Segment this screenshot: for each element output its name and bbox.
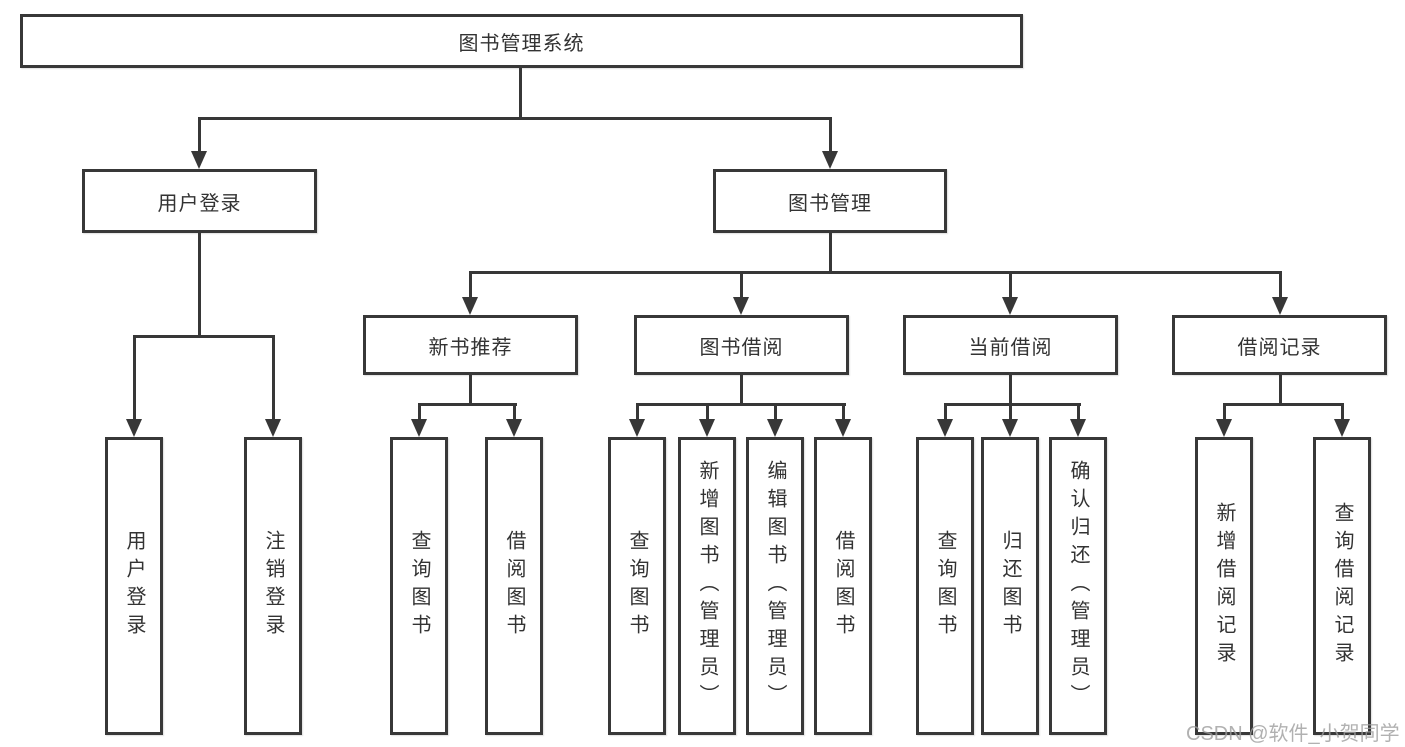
arrow-down-icon <box>265 419 281 437</box>
arrow-down-icon <box>835 419 851 437</box>
connector-line <box>1222 403 1344 406</box>
connector-line <box>417 403 517 406</box>
connector-line <box>197 233 201 338</box>
connector-line <box>1008 403 1012 421</box>
node-leaf-br-add-record: 新增借阅记录 <box>1195 437 1253 735</box>
connector-line <box>518 68 522 120</box>
arrow-down-icon <box>1334 419 1350 437</box>
node-user-login: 用户登录 <box>82 169 317 233</box>
node-leaf-logout: 注销登录 <box>244 437 302 735</box>
arrow-down-icon <box>822 151 838 169</box>
node-leaf-user-login: 用户登录 <box>105 437 163 735</box>
leaf-label: 查询图书 <box>934 530 956 642</box>
leaf-label: 查询图书 <box>626 530 648 642</box>
leaf-label: 借阅图书 <box>832 530 854 642</box>
connector-line <box>197 117 832 120</box>
node-book-borrow: 图书借阅 <box>634 315 849 375</box>
connector-line <box>739 271 743 299</box>
arrow-down-icon <box>1272 297 1288 315</box>
connector-line <box>1008 375 1012 406</box>
connector-line <box>1278 271 1282 299</box>
csdn-watermark: CSDN @软件_小贺同学 <box>1186 723 1400 745</box>
connector-line <box>417 403 421 421</box>
connector-line <box>739 375 743 406</box>
connector-line <box>1076 403 1080 421</box>
connector-line <box>943 403 947 421</box>
node-leaf-nb-borrow-books: 借阅图书 <box>485 437 543 735</box>
leaf-label: 确认归还（管理员） <box>1067 460 1089 712</box>
connector-line <box>132 335 275 338</box>
node-leaf-cb-query-books: 查询图书 <box>916 437 974 735</box>
arrow-down-icon <box>629 419 645 437</box>
connector-line <box>773 403 777 421</box>
arrow-down-icon <box>937 419 953 437</box>
node-leaf-br-query-record: 查询借阅记录 <box>1313 437 1371 735</box>
connector-line <box>828 233 832 274</box>
node-leaf-bb-query-books: 查询图书 <box>608 437 666 735</box>
leaf-label: 用户登录 <box>123 530 145 642</box>
node-root: 图书管理系统 <box>20 14 1023 68</box>
leaf-label: 查询图书 <box>408 530 430 642</box>
node-leaf-nb-query-books: 查询图书 <box>390 437 448 735</box>
connector-line <box>1222 403 1226 421</box>
arrow-down-icon <box>699 419 715 437</box>
connector-line <box>635 403 846 406</box>
connector-line <box>512 403 516 421</box>
leaf-label: 新增图书（管理员） <box>696 460 718 712</box>
connector-line <box>468 271 472 299</box>
connector-line <box>635 403 639 421</box>
connector-line <box>943 403 1081 406</box>
connector-line <box>197 117 201 153</box>
node-leaf-bb-edit-books-admin: 编辑图书（管理员） <box>746 437 804 735</box>
arrow-down-icon <box>1070 419 1086 437</box>
connector-line <box>1340 403 1344 421</box>
leaf-label: 查询借阅记录 <box>1331 502 1353 670</box>
arrow-down-icon <box>733 297 749 315</box>
node-leaf-cb-return-books: 归还图书 <box>981 437 1039 735</box>
arrow-down-icon <box>767 419 783 437</box>
arrow-down-icon <box>1002 419 1018 437</box>
connector-line <box>468 271 1282 274</box>
node-book-management: 图书管理 <box>713 169 947 233</box>
node-leaf-bb-borrow-books: 借阅图书 <box>814 437 872 735</box>
connector-line <box>705 403 709 421</box>
leaf-label: 借阅图书 <box>503 530 525 642</box>
connector-line <box>468 375 472 406</box>
node-borrow-records: 借阅记录 <box>1172 315 1387 375</box>
node-new-book-recommend: 新书推荐 <box>363 315 578 375</box>
leaf-label: 编辑图书（管理员） <box>764 460 786 712</box>
connector-line <box>828 117 832 153</box>
leaf-label: 归还图书 <box>999 530 1021 642</box>
arrow-down-icon <box>462 297 478 315</box>
connector-line <box>841 403 845 421</box>
arrow-down-icon <box>1216 419 1232 437</box>
connector-line <box>132 335 136 421</box>
node-leaf-cb-confirm-return-admin: 确认归还（管理员） <box>1049 437 1107 735</box>
arrow-down-icon <box>1002 297 1018 315</box>
arrow-down-icon <box>126 419 142 437</box>
leaf-label: 注销登录 <box>262 530 284 642</box>
arrow-down-icon <box>506 419 522 437</box>
leaf-label: 新增借阅记录 <box>1213 502 1235 670</box>
connector-line <box>1278 375 1282 406</box>
node-leaf-bb-add-books-admin: 新增图书（管理员） <box>678 437 736 735</box>
node-current-borrow: 当前借阅 <box>903 315 1118 375</box>
connector-line <box>1008 271 1012 299</box>
arrow-down-icon <box>411 419 427 437</box>
arrow-down-icon <box>191 151 207 169</box>
connector-line <box>271 335 275 421</box>
